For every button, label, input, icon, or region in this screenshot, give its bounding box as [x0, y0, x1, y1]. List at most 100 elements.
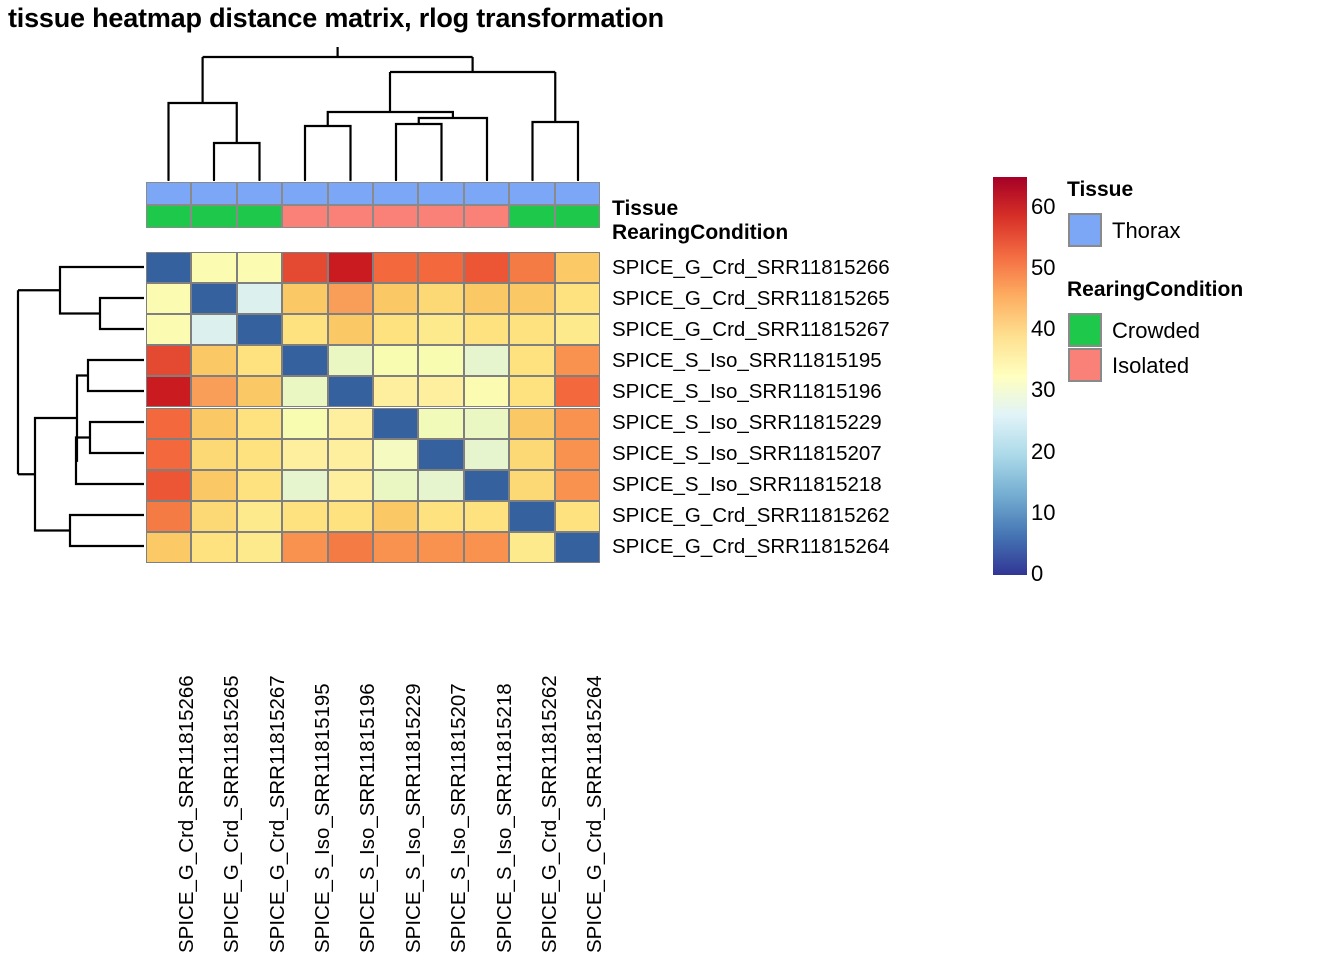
- heatmap-cell: [509, 376, 555, 408]
- column-label: SPICE_S_Iso_SRR11815207: [447, 683, 471, 953]
- column-label: SPICE_S_Iso_SRR11815218: [492, 683, 516, 953]
- colorbar-tick-label: 10: [1031, 499, 1056, 525]
- column-label: SPICE_G_Crd_SRR11815265: [220, 675, 244, 953]
- heatmap-cell: [554, 376, 600, 408]
- heatmap-cell: [509, 531, 555, 563]
- annotation-cell: [509, 205, 555, 228]
- annotation-cell: [191, 205, 237, 228]
- colorbar-tick-label: 40: [1031, 316, 1056, 342]
- row-label: SPICE_S_Iso_SRR11815229: [612, 411, 882, 435]
- row-label: SPICE_S_Iso_SRR11815195: [612, 348, 882, 372]
- heatmap-cell: [282, 345, 328, 377]
- heatmap-cell: [282, 438, 328, 470]
- heatmap-cell: [554, 531, 600, 563]
- heatmap-cell: [327, 283, 373, 315]
- heatmap-cell: [418, 345, 464, 377]
- heatmap-cell: [373, 345, 419, 377]
- column-label: SPICE_G_Crd_SRR11815262: [537, 675, 561, 953]
- heatmap-cell: [509, 469, 555, 501]
- heatmap-cell: [191, 531, 237, 563]
- row-label: SPICE_G_Crd_SRR11815266: [612, 255, 890, 279]
- heatmap-cell: [509, 345, 555, 377]
- annotation-cell: [327, 205, 373, 228]
- heatmap-cell: [554, 438, 600, 470]
- heatmap-cell: [236, 469, 283, 501]
- heatmap-cell: [236, 407, 283, 439]
- heatmap-cell: [327, 376, 373, 408]
- heatmap-cell: [191, 438, 237, 470]
- row-label: SPICE_G_Crd_SRR11815265: [612, 286, 890, 310]
- heatmap-cell: [463, 438, 510, 470]
- heatmap-cell: [509, 407, 555, 439]
- heatmap-cell: [554, 252, 600, 284]
- heatmap-cell: [373, 283, 419, 315]
- heatmap-cell: [327, 252, 373, 284]
- colorbar-tick-label: 60: [1031, 193, 1056, 219]
- heatmap-cell: [554, 500, 600, 532]
- annotation-cell: [236, 182, 283, 205]
- heatmap-cell: [191, 345, 237, 377]
- heatmap-cell: [463, 376, 510, 408]
- heatmap-cell: [418, 531, 464, 563]
- legend-label-isolated: Isolated: [1112, 353, 1190, 378]
- annotation-cell: [509, 182, 555, 205]
- row-label: SPICE_S_Iso_SRR11815207: [612, 442, 882, 466]
- legend-label-thorax: Thorax: [1112, 218, 1181, 243]
- heatmap-cell: [509, 438, 555, 470]
- legend-swatch-crowded: [1068, 313, 1102, 347]
- legend-label-crowded: Crowded: [1112, 318, 1201, 343]
- annotation-cell: [418, 182, 464, 205]
- annotation-cell: [282, 205, 328, 228]
- heatmap-cell: [327, 314, 373, 346]
- heatmap-cell: [373, 531, 419, 563]
- heatmap-cell: [554, 345, 600, 377]
- legend-swatch-isolated: [1068, 348, 1102, 382]
- heatmap-cell: [146, 252, 192, 284]
- heatmap-cell: [509, 283, 555, 315]
- heatmap-cell: [418, 500, 464, 532]
- heatmap-cell: [418, 283, 464, 315]
- heatmap-cell: [373, 376, 419, 408]
- heatmap-cell: [418, 314, 464, 346]
- heatmap-cell: [418, 376, 464, 408]
- heatmap-cell: [236, 345, 283, 377]
- heatmap-cell: [327, 438, 373, 470]
- column-label: SPICE_S_Iso_SRR11815195: [310, 683, 334, 953]
- heatmap-cell: [236, 531, 283, 563]
- heatmap-cell: [236, 252, 283, 284]
- annotation-cell: [418, 205, 464, 228]
- heatmap-cell: [146, 407, 192, 439]
- heatmap-cell: [463, 314, 510, 346]
- heatmap-cell: [418, 469, 464, 501]
- heatmap-cell: [282, 407, 328, 439]
- heatmap-cell: [509, 314, 555, 346]
- heatmap-cell: [327, 469, 373, 501]
- heatmap-cell: [373, 500, 419, 532]
- heatmap-cell: [463, 283, 510, 315]
- heatmap-cell: [554, 314, 600, 346]
- annotation-cell: [282, 182, 328, 205]
- heatmap-cell: [236, 283, 283, 315]
- heatmap-cell: [146, 314, 192, 346]
- heatmap-cell: [146, 500, 192, 532]
- heatmap-cell: [509, 252, 555, 284]
- heatmap-cell: [327, 345, 373, 377]
- row-label: SPICE_G_Crd_SRR11815262: [612, 504, 890, 528]
- heatmap-cell: [373, 314, 419, 346]
- heatmap-cell: [146, 283, 192, 315]
- heatmap-cell: [282, 500, 328, 532]
- heatmap-cell: [191, 469, 237, 501]
- annotation-cell: [327, 182, 373, 205]
- heatmap-cell: [327, 531, 373, 563]
- heatmap-cell: [554, 469, 600, 501]
- column-dendrogram: [167, 47, 580, 180]
- annotation-cell: [373, 182, 419, 205]
- heatmap-cell: [373, 438, 419, 470]
- colorbar: [993, 177, 1027, 575]
- heatmap-cell: [191, 376, 237, 408]
- heatmap-cell: [236, 314, 283, 346]
- heatmap-cell: [463, 531, 510, 563]
- annotation-cell: [146, 182, 192, 205]
